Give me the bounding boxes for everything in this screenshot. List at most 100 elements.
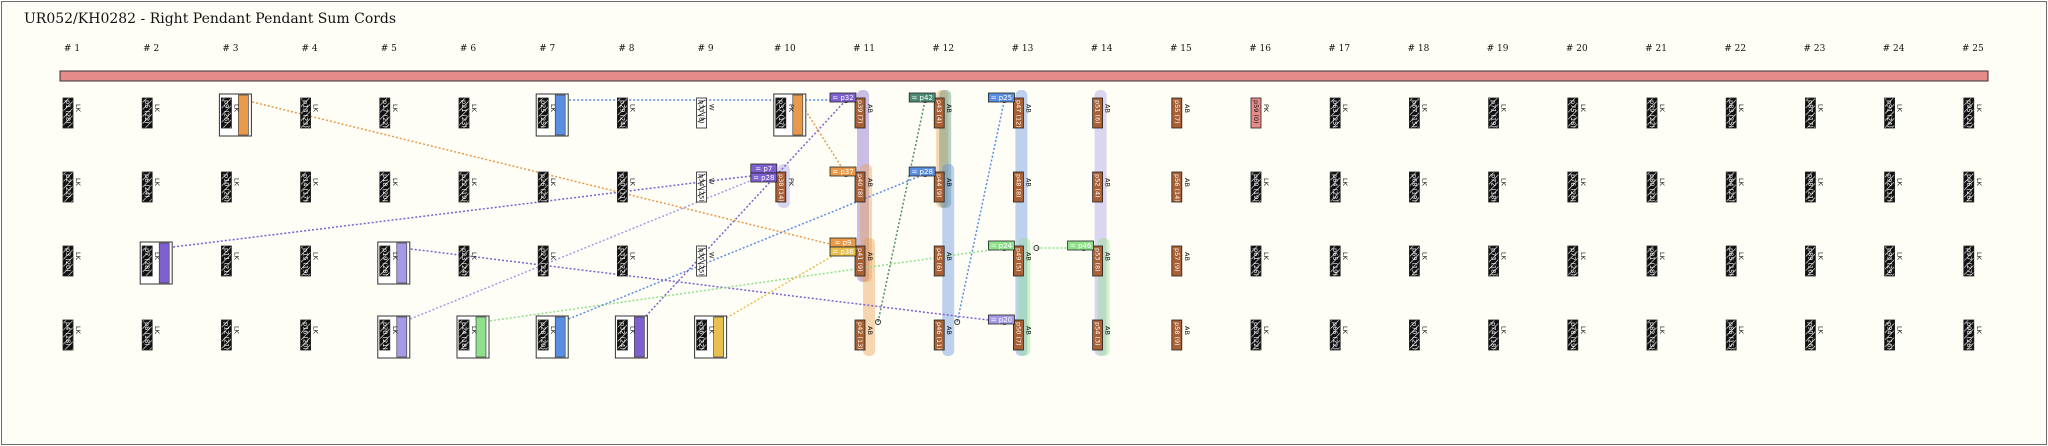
- pendant-cord: p66 (22)LK: [1329, 319, 1349, 351]
- pendant-label: p69 (13): [1410, 248, 1418, 276]
- pendant-sub: AB: [1024, 252, 1032, 261]
- pendant-body: [62, 97, 74, 129]
- pendant-cord: p32 (24)LK: [614, 315, 648, 359]
- pendant-body: [141, 245, 153, 277]
- pendant-cord: p61 (26)LK: [1250, 245, 1270, 277]
- group-header: # 21: [1645, 44, 1667, 54]
- pendant-body: [617, 319, 628, 351]
- sum-tag-label: = p25: [991, 94, 1012, 102]
- pendant-sub: LK: [1658, 104, 1666, 113]
- pendant-body: [1567, 171, 1579, 203]
- pendant-label: p28 (20): [539, 322, 547, 350]
- pendant-cord: p35 (25)W: [696, 245, 716, 277]
- pendant-body: [696, 319, 707, 351]
- pendant-sub: AB: [1104, 178, 1112, 187]
- pendant-label: p93 (29): [1886, 248, 1894, 276]
- pendant-sub: AB: [1104, 104, 1112, 113]
- pendant-label: p94 (16): [1886, 322, 1894, 350]
- pendant-label: p49 (5): [1014, 248, 1022, 272]
- pendant-label: p14 (17): [302, 174, 310, 202]
- sum-tag-label: = p9: [835, 239, 852, 247]
- pendant-label: p5 (22): [143, 100, 151, 124]
- pendant-sub: LK: [1816, 104, 1824, 113]
- pendant-cord: p64 (23)LK: [1329, 171, 1349, 203]
- pendant-body: [1488, 97, 1499, 129]
- knot-mark: [697, 265, 706, 271]
- pendant-label: p70 (21): [1410, 322, 1418, 350]
- pendant-color-bar: [475, 316, 487, 358]
- pendant-body: [1884, 97, 1895, 129]
- pendant-cord: p56 (14)AB: [1171, 171, 1191, 203]
- pendant-body: [775, 97, 787, 129]
- pendant-sub: AB: [866, 252, 874, 261]
- pendant-label: p3 (20): [64, 248, 72, 272]
- pendant-label: p20 (21): [381, 322, 389, 350]
- group-header: # 20: [1566, 44, 1588, 54]
- pendant-sub: LK: [549, 104, 557, 113]
- pendant-body: [1805, 97, 1816, 129]
- pendant-sub: AB: [1024, 326, 1032, 335]
- pendant-label: p10 (28): [222, 174, 230, 202]
- sum-span-band: [942, 164, 955, 356]
- pendant-sub: LK: [391, 104, 399, 113]
- pendant-cord: p88 (21)LK: [1805, 171, 1824, 203]
- pendant-sub: AB: [945, 104, 953, 113]
- pendant-cord: p40 (8)AB: [854, 171, 874, 203]
- diagram-title: UR052/KH0282 - Right Pendant Pendant Sum…: [24, 11, 397, 27]
- pendant-label: p32 (24): [618, 322, 626, 350]
- sum-tag-label: = p36: [832, 248, 854, 256]
- pendant-body: [696, 97, 707, 129]
- pendant-cord: p18 (20)LK: [379, 171, 399, 203]
- pendant-sub: LK: [391, 326, 399, 335]
- sum-tag-label: = p7: [755, 165, 772, 173]
- pendant-cord: p11 (21)LK: [220, 245, 240, 277]
- pendant-cord: p80 (22)LK: [1646, 171, 1666, 203]
- pendant-body: [1725, 171, 1737, 203]
- pendant-cord: p17 (22)LK: [379, 97, 399, 129]
- pendant-body: [1488, 245, 1499, 277]
- pendant-body: [379, 97, 391, 129]
- pendant-label: p65 (19): [1331, 248, 1339, 276]
- pendant-body: [933, 245, 945, 277]
- pendant-sub: LK: [1975, 326, 1983, 335]
- pendant-color-bar: [634, 316, 645, 358]
- pendant-sub: LK: [1896, 178, 1904, 187]
- pendant-sub: LK: [1975, 252, 1983, 261]
- pendant-label: p41 (9): [856, 248, 864, 272]
- pendant-cord: p55 (7)AB: [1171, 97, 1191, 129]
- pendant-sub: PK: [787, 178, 795, 187]
- group-header: # 2: [143, 44, 159, 54]
- pendant-sub: LK: [1341, 104, 1349, 113]
- pendant-cord: p46 (11)AB: [933, 319, 953, 351]
- sum-link: [402, 173, 768, 323]
- pendant-label: p11 (21): [222, 248, 230, 276]
- pendant-label: p13 (23): [302, 100, 310, 128]
- pendant-body: [933, 171, 945, 203]
- pendant-cord: p97 (27)LK: [1963, 245, 1983, 277]
- pendant-cord: p51 (6)AB: [1092, 97, 1112, 129]
- pendant-sub: AB: [1104, 252, 1112, 261]
- link-end-dot: [1033, 245, 1040, 251]
- pendant-cord: p63 (25)LK: [1329, 97, 1349, 129]
- sum-link: [481, 247, 1005, 323]
- pendant-cord: p89 (16)LK: [1805, 245, 1824, 277]
- pendant-sub: LK: [1737, 178, 1745, 187]
- sum-link: [560, 173, 926, 323]
- pendant-cord: p22 (19)LK: [458, 171, 478, 203]
- pendant-body: [617, 171, 628, 203]
- pendant-sub: LK: [232, 104, 240, 113]
- pendant-sub: LK: [1500, 178, 1508, 187]
- sum-tag-label: = p46: [1070, 242, 1092, 250]
- pendant-body: [1250, 245, 1262, 277]
- group-header: # 1: [64, 44, 80, 54]
- pendant-sub: LK: [549, 252, 557, 261]
- pendant-cord: p29 (24)LK: [617, 97, 636, 129]
- pendant-cord: p77 (23)LK: [1567, 245, 1587, 277]
- pendant-cord: p45 (6)AB: [933, 245, 953, 277]
- pendant-label: p43 (4): [935, 100, 943, 124]
- sum-tag-label: = p28: [911, 168, 932, 176]
- group-header: # 12: [932, 44, 954, 54]
- pendant-cord: p67 (15)LK: [1409, 97, 1428, 129]
- sum-tag-box: [908, 166, 936, 177]
- knot-mark: [697, 259, 706, 265]
